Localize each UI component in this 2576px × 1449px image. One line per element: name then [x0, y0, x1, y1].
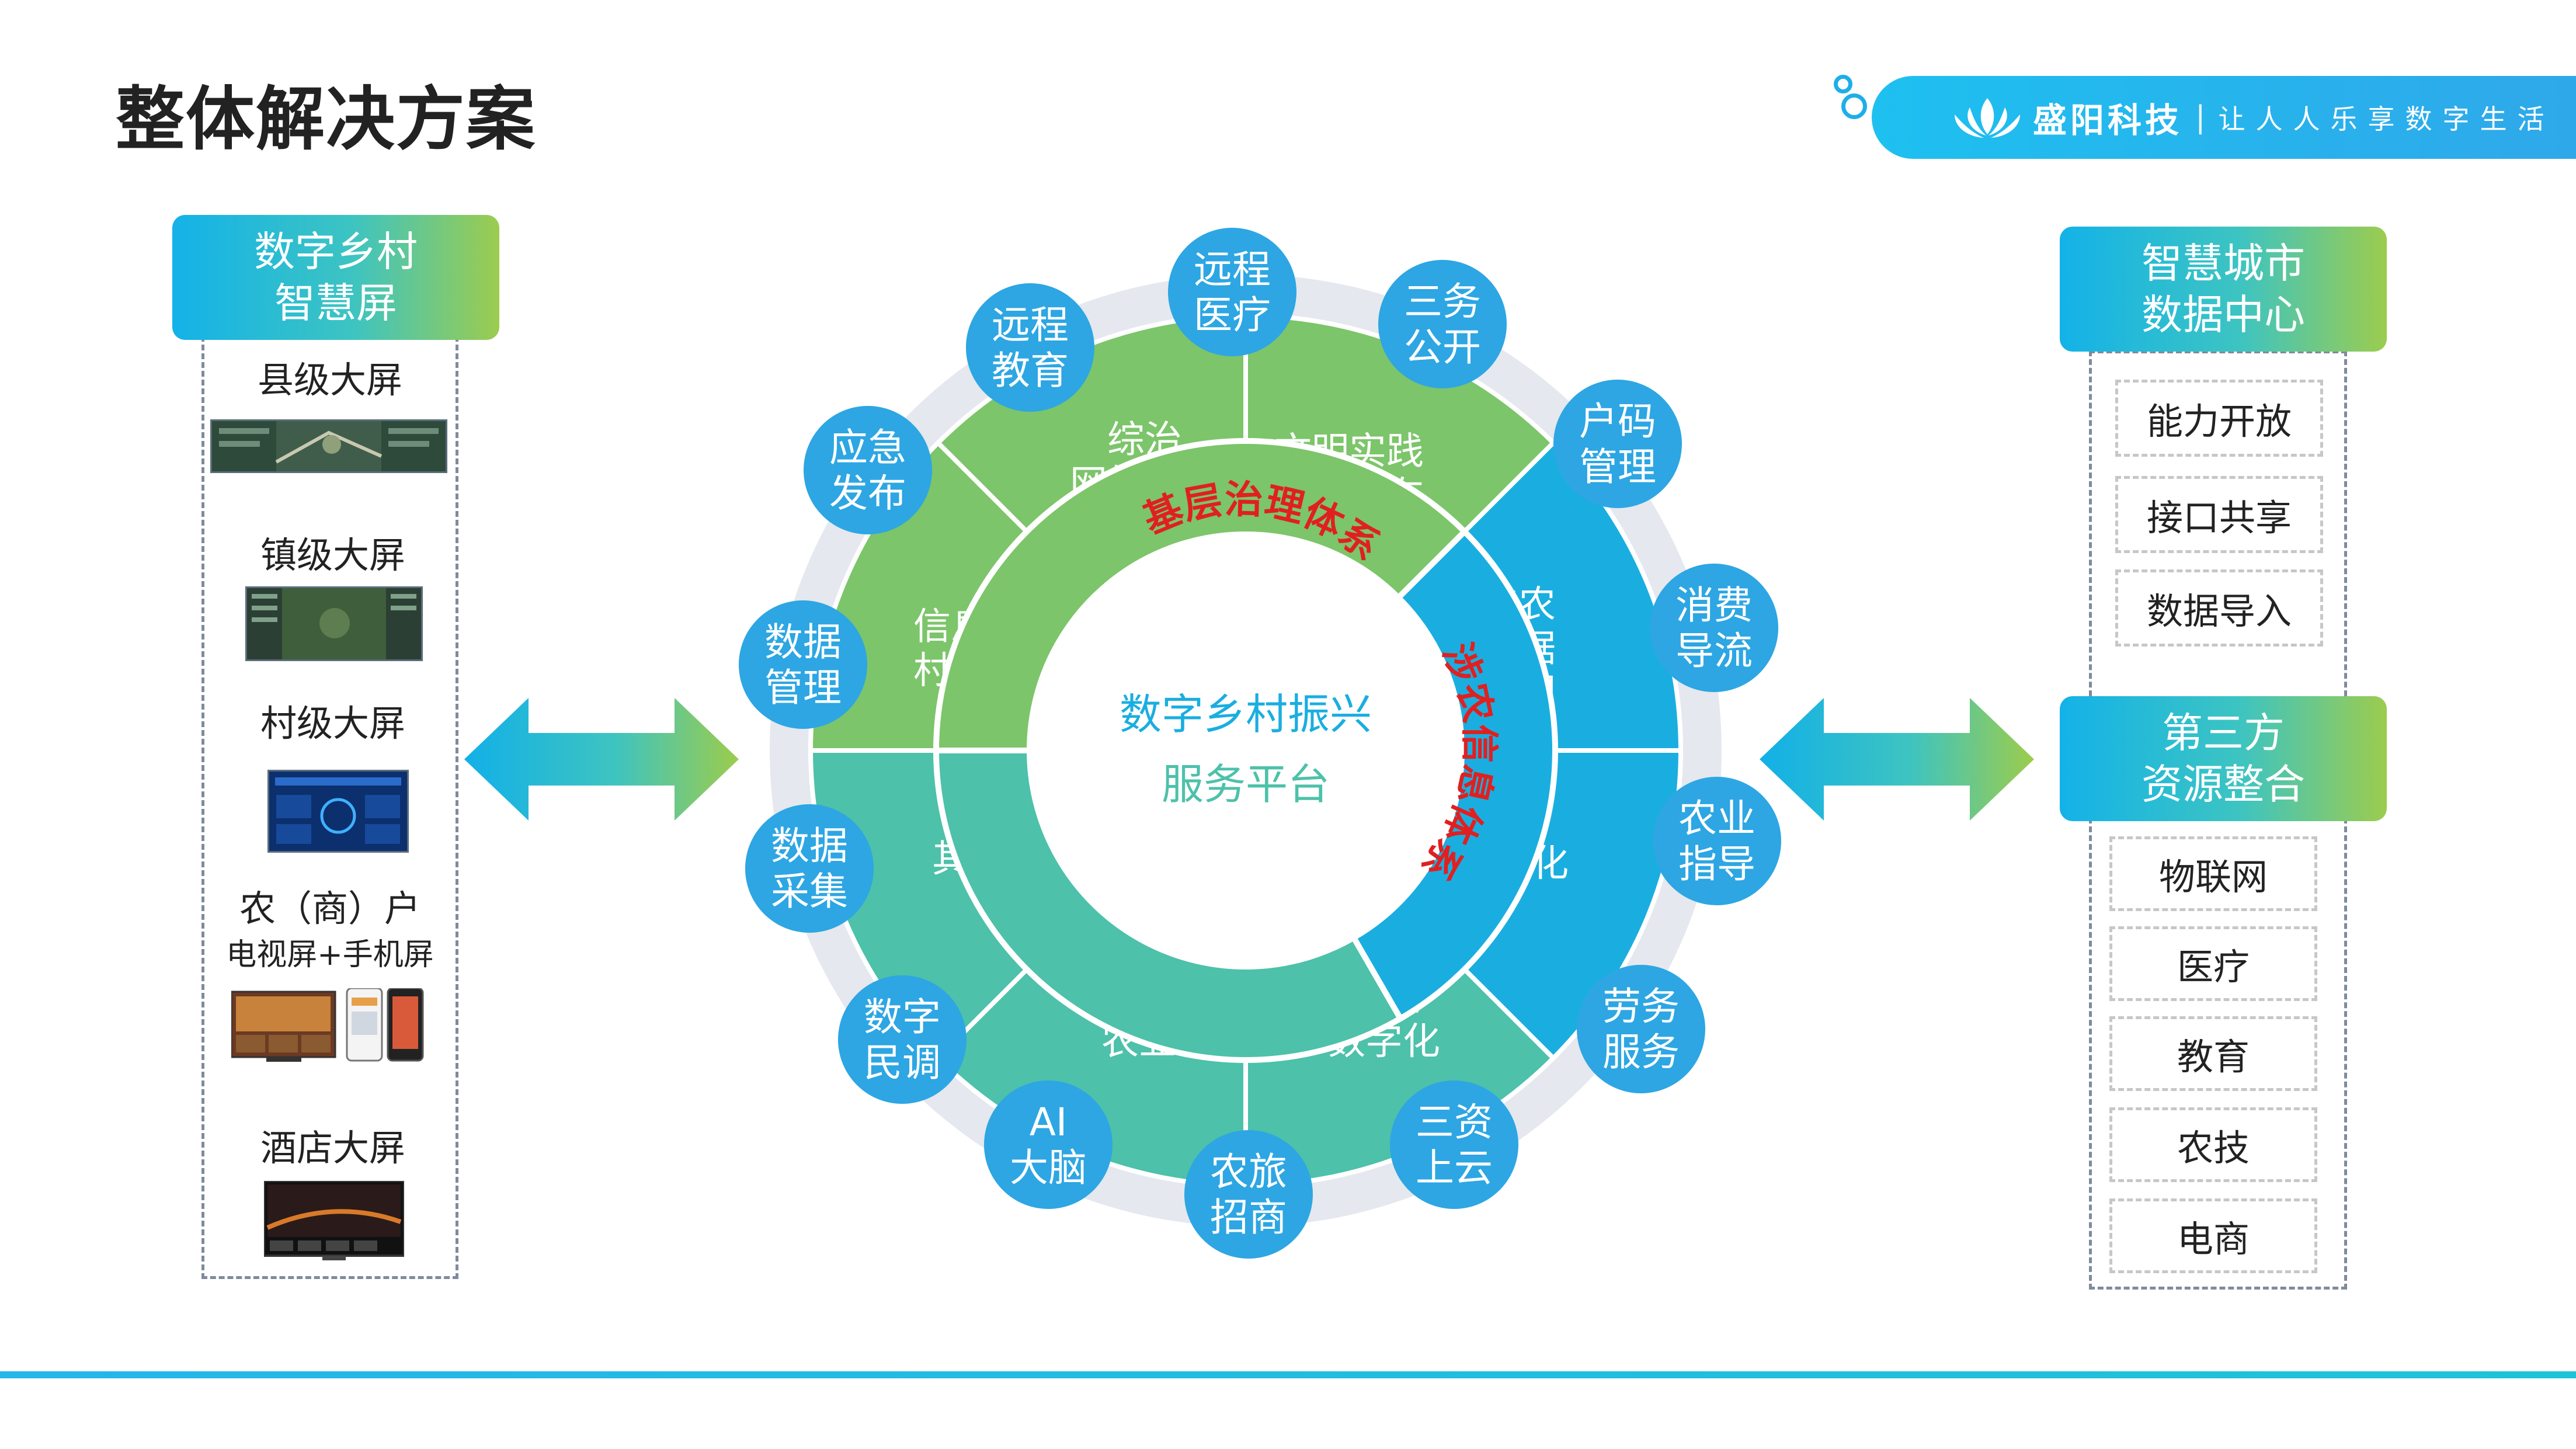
- brand-separator: |: [2195, 100, 2206, 135]
- satellite-circle: [804, 406, 932, 534]
- satellite-circle: [739, 600, 867, 729]
- diagram-label: 指导: [1678, 842, 1755, 887]
- satellite-circle: [1577, 965, 1705, 1093]
- diagram-label: 服务: [1602, 1030, 1680, 1075]
- hotel-screen-thumbnail: [264, 1181, 404, 1260]
- diagram-label: 大脑: [1010, 1145, 1087, 1190]
- household-screen-thumbnail: [231, 988, 424, 1062]
- bubble-decoration: [1841, 93, 1867, 119]
- satellite-circle: [1653, 777, 1781, 905]
- right-bottom-panel-header: 第三方 资源整合: [2060, 696, 2387, 821]
- diagram-label: 民调: [864, 1040, 941, 1085]
- arrow-left-right-icon: [464, 698, 739, 821]
- screen-label-household: 农（商）户: [239, 887, 420, 930]
- diagram-label: AI: [1030, 1100, 1068, 1145]
- right-bottom-header-line: 第三方: [2162, 709, 2285, 757]
- core-circle: [1027, 532, 1464, 969]
- right-bottom-header-line: 资源整合: [2142, 760, 2305, 808]
- diagram-label: 管理: [1579, 444, 1656, 489]
- satellite-circle: [1378, 260, 1507, 388]
- diagram-label: 导流: [1675, 628, 1753, 673]
- satellite-circle: [1650, 564, 1778, 692]
- diagram-label: 三资: [1416, 1100, 1493, 1145]
- screen-label-village: 村级大屏: [260, 702, 405, 745]
- screen-sublabel-household: 电视屏+手机屏: [226, 937, 434, 972]
- bubble-decoration: [1834, 75, 1852, 93]
- diagram-label: 三务: [1404, 279, 1481, 324]
- satellite-circle: [966, 283, 1094, 412]
- right-top-panel-header: 智慧城市 数据中心: [2060, 227, 2387, 352]
- diagram-label: 户码: [1579, 399, 1656, 444]
- diagram-label: 远程: [1194, 247, 1271, 292]
- left-panel-header-line: 数字乡村: [254, 228, 418, 276]
- core-title: 数字乡村振兴: [1120, 690, 1372, 739]
- diagram-label: 医疗: [1194, 293, 1271, 338]
- arrow-left-right-icon: [1760, 698, 2034, 821]
- screen-label-hotel: 酒店大屏: [260, 1127, 405, 1169]
- right-top-header-line: 智慧城市: [2142, 239, 2305, 287]
- diagram-label: 应急: [829, 425, 906, 470]
- diagram-label: 招商: [1210, 1195, 1287, 1240]
- satellite-circle: [1390, 1080, 1518, 1209]
- page-title: 整体解决方案: [116, 79, 537, 159]
- tag-agri-tech: 农技: [2109, 1107, 2317, 1182]
- tag-interface-share: 接口共享: [2115, 476, 2323, 553]
- diagram-label: 管理: [764, 665, 842, 710]
- satellite-circle: [984, 1080, 1113, 1209]
- town-screen-thumbnail: [245, 586, 423, 661]
- satellite-circle: [745, 804, 874, 933]
- diagram-label: 数据: [764, 620, 842, 665]
- bottom-divider-line: [0, 1371, 2576, 1378]
- diagram-label: 公开: [1404, 325, 1481, 370]
- left-panel-header-line: 智慧屏: [274, 279, 397, 327]
- satellite-circle: [1553, 380, 1682, 508]
- tag-data-import: 数据导入: [2115, 569, 2323, 647]
- diagram-label: 数字: [864, 995, 941, 1040]
- satellite-circle: [1168, 228, 1296, 356]
- right-top-header-line: 数据中心: [2142, 291, 2305, 339]
- village-screen-thumbnail: [267, 770, 409, 853]
- diagram-label: 劳务: [1602, 984, 1680, 1029]
- tag-medical: 医疗: [2109, 926, 2317, 1001]
- left-panel-header: 数字乡村 智慧屏: [172, 215, 499, 340]
- diagram-label: 数据: [771, 823, 848, 868]
- screen-label-town: 镇级大屏: [260, 534, 405, 576]
- tag-capability-open: 能力开放: [2115, 380, 2323, 457]
- diagram-label: 远程: [992, 303, 1069, 348]
- diagram-label: 采集: [771, 869, 848, 914]
- diagram-label: 农业: [1678, 796, 1755, 841]
- brand-slogan: 让人人乐享数字生活: [2218, 103, 2555, 135]
- tag-ecommerce: 电商: [2109, 1198, 2317, 1273]
- diagram-label: 教育: [992, 348, 1069, 393]
- tag-iot: 物联网: [2109, 836, 2317, 911]
- brand-name: 盛阳科技: [2033, 100, 2183, 140]
- diagram-label: 上云: [1416, 1145, 1493, 1190]
- satellite-circle: [1184, 1130, 1313, 1259]
- lotus-logo-icon: [1955, 98, 2020, 138]
- core-subtitle: 服务平台: [1162, 760, 1330, 809]
- screen-label-county: 县级大屏: [257, 359, 402, 401]
- diagram-label: 发布: [829, 471, 906, 516]
- satellite-circle: [838, 975, 967, 1104]
- diagram-label: 农旅: [1210, 1149, 1287, 1194]
- county-screen-thumbnail: [210, 419, 447, 473]
- diagram-label: 消费: [1675, 583, 1753, 628]
- brand-banner: 盛阳科技 | 让人人乐享数字生活: [1872, 76, 2576, 159]
- tag-education: 教育: [2109, 1016, 2317, 1091]
